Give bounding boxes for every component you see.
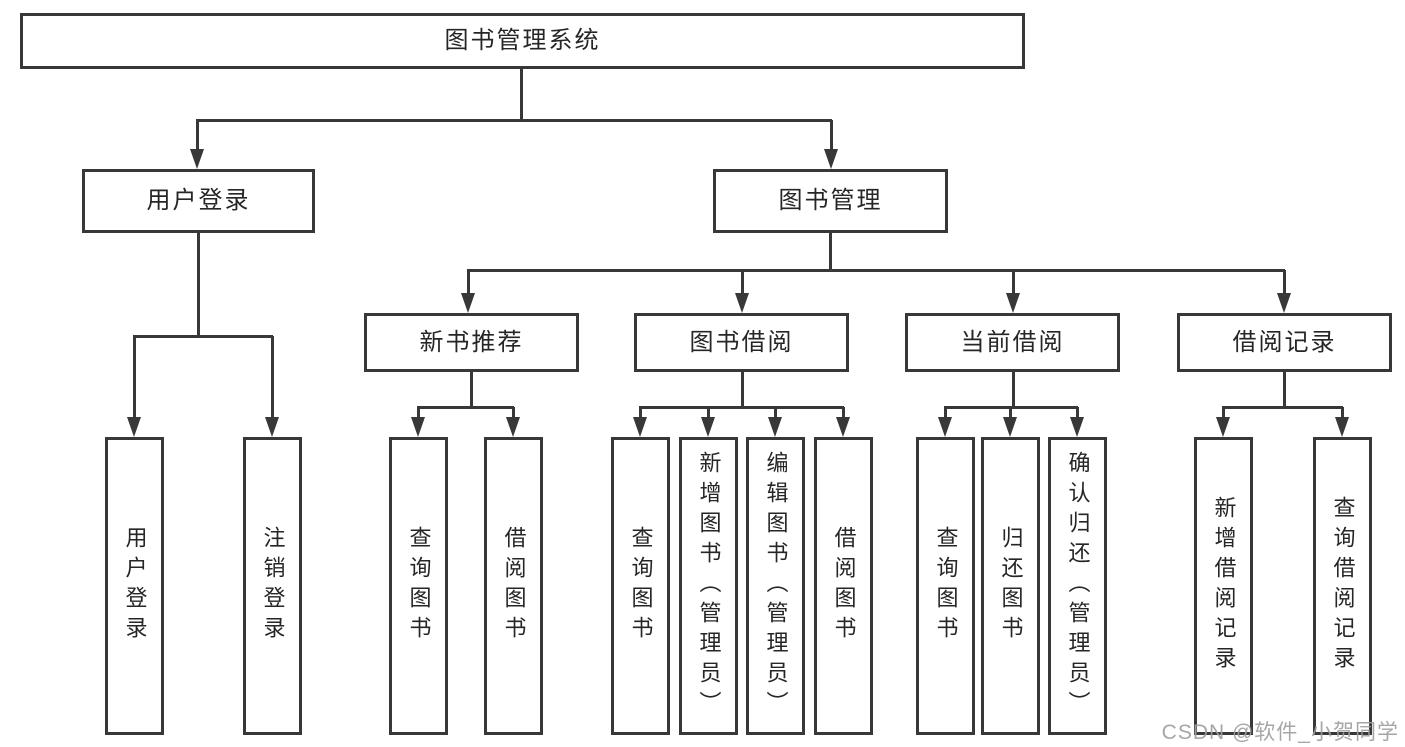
- arrowhead-down-icon: [1216, 417, 1230, 437]
- arrowhead-down-icon: [938, 417, 952, 437]
- arrowhead-down-icon: [1003, 417, 1017, 437]
- connector-hline: [639, 405, 844, 409]
- node-label-leaf-confirm-return-admin: 确认归还（管理员）: [1065, 451, 1091, 721]
- node-label-leaf-query-book-current: 查询图书: [933, 526, 959, 646]
- node-leaf-query-book-current: 查询图书: [916, 437, 975, 735]
- node-leaf-add-book-admin: 新增图书（管理员）: [679, 437, 738, 735]
- node-book-management: 图书管理: [713, 169, 948, 233]
- connector-vline: [638, 407, 642, 419]
- connector-vline: [511, 407, 515, 419]
- node-leaf-query-book-borrowing: 查询图书: [611, 437, 670, 735]
- connector-vline: [740, 372, 744, 408]
- node-label-leaf-query-book-borrowing: 查询图书: [628, 526, 654, 646]
- arrowhead-down-icon: [633, 417, 647, 437]
- node-label-leaf-return-book: 归还图书: [998, 526, 1024, 646]
- connector-hline: [196, 118, 832, 122]
- node-leaf-logout: 注销登录: [243, 437, 302, 735]
- arrowhead-down-icon: [836, 417, 850, 437]
- connector-vline: [1011, 372, 1015, 408]
- node-label-leaf-add-borrow-record: 新增借阅记录: [1211, 496, 1237, 676]
- node-root: 图书管理系统: [20, 13, 1025, 69]
- node-leaf-confirm-return-admin: 确认归还（管理员）: [1048, 437, 1107, 735]
- connector-vline: [943, 407, 947, 419]
- node-label-leaf-add-book-admin: 新增图书（管理员）: [696, 451, 722, 721]
- node-label-new-book-recommend: 新书推荐: [419, 328, 524, 356]
- node-label-book-borrowing: 图书借阅: [689, 328, 794, 356]
- arrowhead-down-icon: [461, 293, 475, 313]
- arrowhead-down-icon: [1006, 293, 1020, 313]
- connector-vline: [469, 372, 473, 408]
- connector-vline: [1008, 407, 1012, 419]
- csdn-watermark: CSDN @软件_小贺同学: [1161, 721, 1399, 744]
- node-current-borrowing: 当前借阅: [905, 313, 1120, 372]
- connector-vline: [519, 69, 523, 121]
- node-user-login: 用户登录: [82, 169, 315, 233]
- node-label-user-login: 用户登录: [146, 187, 251, 214]
- node-label-leaf-borrow-book-borrowing: 借阅图书: [831, 526, 857, 646]
- node-label-leaf-borrow-book-recommend: 借阅图书: [501, 526, 527, 646]
- connector-hline: [417, 405, 514, 409]
- node-label-root: 图书管理系统: [444, 27, 601, 54]
- connector-vline: [740, 270, 744, 295]
- node-label-leaf-edit-book-admin: 编辑图书（管理员）: [763, 451, 789, 721]
- arrowhead-down-icon: [506, 417, 520, 437]
- connector-vline: [1282, 270, 1286, 295]
- connector-vline: [466, 270, 470, 295]
- arrowhead-down-icon: [1070, 417, 1084, 437]
- arrowhead-down-icon: [824, 149, 838, 169]
- connector-vline: [706, 407, 710, 419]
- node-book-borrowing: 图书借阅: [634, 313, 849, 372]
- node-leaf-user-login: 用户登录: [105, 437, 164, 735]
- connector-vline: [829, 120, 833, 151]
- connector-vline: [196, 233, 200, 337]
- connector-vline: [773, 407, 777, 419]
- connector-vline: [1075, 407, 1079, 419]
- node-new-book-recommend: 新书推荐: [364, 313, 579, 372]
- node-label-leaf-logout: 注销登录: [260, 526, 286, 646]
- arrowhead-down-icon: [1277, 293, 1291, 313]
- connector-vline: [416, 407, 420, 419]
- arrowhead-down-icon: [735, 293, 749, 313]
- connector-vline: [828, 233, 832, 271]
- connector-hline: [1222, 405, 1343, 409]
- connector-vline: [132, 336, 136, 419]
- node-leaf-borrow-book-recommend: 借阅图书: [484, 437, 543, 735]
- node-leaf-query-borrow-record: 查询借阅记录: [1313, 437, 1372, 735]
- node-label-leaf-query-borrow-record: 查询借阅记录: [1330, 496, 1356, 676]
- node-borrowing-records: 借阅记录: [1177, 313, 1392, 372]
- node-label-leaf-user-login: 用户登录: [122, 526, 148, 646]
- arrowhead-down-icon: [701, 417, 715, 437]
- arrowhead-down-icon: [265, 417, 279, 437]
- node-leaf-return-book: 归还图书: [981, 437, 1040, 735]
- connector-vline: [1011, 270, 1015, 295]
- node-label-book-management: 图书管理: [778, 187, 883, 214]
- node-leaf-borrow-book-borrowing: 借阅图书: [814, 437, 873, 735]
- connector-vline: [1340, 407, 1344, 419]
- node-label-borrowing-records: 借阅记录: [1232, 328, 1337, 356]
- arrowhead-down-icon: [127, 417, 141, 437]
- connector-hline: [467, 268, 1285, 272]
- node-label-current-borrowing: 当前借阅: [960, 328, 1065, 356]
- node-leaf-query-book-recommend: 查询图书: [389, 437, 448, 735]
- connector-hline: [133, 334, 273, 338]
- arrowhead-down-icon: [411, 417, 425, 437]
- arrowhead-down-icon: [768, 417, 782, 437]
- node-leaf-edit-book-admin: 编辑图书（管理员）: [746, 437, 805, 735]
- arrowhead-down-icon: [1335, 417, 1349, 437]
- connector-vline: [195, 120, 199, 151]
- arrowhead-down-icon: [190, 149, 204, 169]
- connector-vline: [270, 336, 274, 419]
- connector-vline: [1282, 372, 1286, 408]
- connector-vline: [841, 407, 845, 419]
- connector-vline: [1221, 407, 1225, 419]
- node-label-leaf-query-book-recommend: 查询图书: [406, 526, 432, 646]
- node-leaf-add-borrow-record: 新增借阅记录: [1194, 437, 1253, 735]
